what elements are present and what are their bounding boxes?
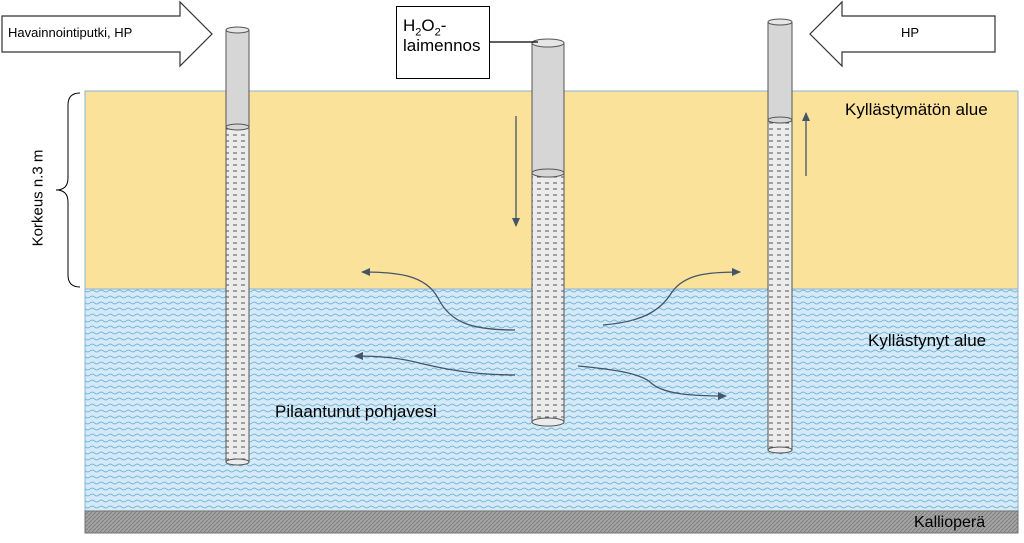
arrow-left-shape: [809, 0, 996, 68]
saturated-zone-label: Kyllästynyt alue: [868, 331, 987, 350]
injection-well: [531, 38, 565, 427]
flow-arrow-upper-right: [602, 268, 741, 326]
flow-arrow-upper-left: [361, 268, 516, 331]
arrow-right-shape: [1, 0, 213, 68]
observation-well-left: [225, 26, 250, 466]
height-brace: [55, 92, 81, 288]
bedrock-layer: [84, 510, 1019, 534]
bedrock-label: Kallioperä: [914, 514, 986, 531]
flow-arrow-lower-left: [354, 352, 516, 376]
flow-arrow-lower-right: [577, 365, 727, 400]
observation-pipe-label: Havainnointiputki, HP: [8, 25, 133, 40]
h2o2-dilution-label-box: H2O2- laimennos: [396, 6, 490, 79]
height-label-text: Korkeus n.3 m: [29, 149, 47, 247]
observation-well-right: [767, 18, 793, 454]
hp-label: HP: [900, 25, 920, 40]
polluted-groundwater-label: Pilaantunut pohjavesi: [275, 402, 437, 421]
h2o2-formula: H2O2-: [403, 16, 447, 39]
unsaturated-zone-label: Kyllästymätön alue: [845, 100, 988, 119]
dilution-text: laimennos: [403, 36, 481, 55]
